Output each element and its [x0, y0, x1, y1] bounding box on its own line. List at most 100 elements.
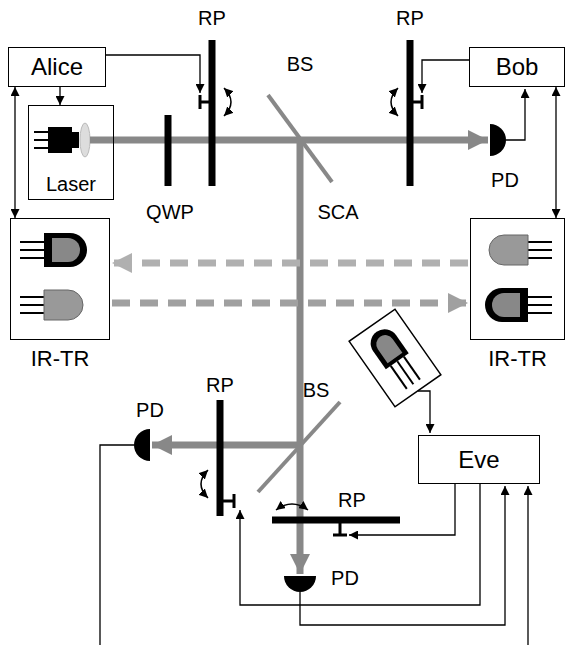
- party-box: Alice: [8, 47, 106, 87]
- rotating-polarizer: [199, 95, 202, 109]
- laser-beam: [90, 137, 488, 144]
- rotating-polarizer: [339, 520, 342, 535]
- ir-transceiver-box: IR-TR: [10, 218, 110, 340]
- eve-ir-receiver: [404, 357, 420, 380]
- eve-ir-receiver: [349, 309, 441, 407]
- photodiode: [284, 576, 316, 592]
- rotating-polarizer: [233, 494, 236, 508]
- eve-ir-receiver: [365, 324, 409, 370]
- rotating-polarizer: [209, 40, 216, 186]
- eve-ir-receiver: [391, 366, 407, 389]
- beam-splitter: [258, 95, 340, 492]
- ir-led: [52, 238, 80, 262]
- signal-wire: [300, 486, 505, 625]
- photodiode: [134, 429, 150, 461]
- node-label: Eve: [458, 446, 499, 472]
- rotating-polarizer: [276, 504, 308, 510]
- part-label: RP: [198, 7, 226, 29]
- ir-led: [528, 249, 552, 251]
- rotating-polarizer: [201, 470, 208, 498]
- rotating-polarizer: [407, 40, 414, 186]
- rotating-polarizer: [410, 101, 422, 104]
- rotating-polarizer: [200, 101, 212, 104]
- signal-wire: [100, 445, 134, 645]
- laser-diode: [34, 131, 48, 133]
- signal-wire: [106, 55, 200, 93]
- connector: [112, 300, 468, 307]
- rotating-polarizer: [200, 40, 422, 535]
- signal-wire: [100, 55, 528, 645]
- party-box: Bob: [469, 47, 565, 87]
- rotating-polarizer: [272, 517, 400, 524]
- connector: [112, 260, 468, 267]
- rotating-polarizer: [220, 500, 234, 503]
- laser-diode: [72, 132, 79, 148]
- ir-led: [528, 257, 552, 259]
- laser-box: Laser: [28, 105, 114, 200]
- signal-wire: [422, 60, 469, 93]
- signal-wire: [240, 484, 480, 605]
- part-label: BS: [303, 379, 330, 401]
- ir-led: [489, 235, 528, 265]
- quarter-wave-plate: [168, 115, 169, 186]
- ir-led: [492, 293, 520, 317]
- laser-diode: [48, 127, 72, 153]
- eve-ir-receiver: [397, 361, 413, 384]
- part-label: BS: [287, 53, 314, 75]
- signal-wire: [506, 89, 525, 140]
- node-label: IR-TR: [488, 347, 547, 371]
- photodiode: [134, 124, 506, 592]
- signal-wire: [418, 391, 430, 433]
- ir-led: [20, 296, 44, 298]
- part-label: RP: [396, 7, 424, 29]
- connector: [59, 87, 60, 105]
- ir-led: [20, 257, 44, 259]
- ir-led: [44, 290, 83, 320]
- ir-led: [528, 304, 552, 306]
- laser-beam: [90, 140, 488, 574]
- ir-led: [44, 233, 87, 267]
- quarter-wave-plate: [165, 115, 172, 186]
- node-label: Laser: [46, 173, 96, 195]
- rotating-polarizer: [224, 88, 231, 116]
- rotating-polarizer: [217, 400, 224, 516]
- eve-ir-receiver: [349, 309, 441, 407]
- ir-transceiver-box: IR-TR: [470, 218, 565, 340]
- eve-ir-receiver: [373, 332, 403, 364]
- part-label: PD: [136, 399, 164, 421]
- laser-diode: [80, 123, 90, 157]
- part-label: PD: [331, 567, 359, 589]
- part-label: PD: [491, 169, 519, 191]
- ir-led: [528, 312, 552, 314]
- ir-led: [20, 249, 44, 251]
- ir-led: [528, 241, 552, 243]
- part-label: QWP: [146, 201, 194, 223]
- beam-splitter: [258, 402, 340, 492]
- party-box: Eve: [418, 435, 540, 484]
- rotating-polarizer: [333, 534, 347, 537]
- beam-splitter: [268, 95, 332, 182]
- ir-led: [528, 296, 552, 298]
- ir-led: [20, 241, 44, 243]
- node-label: IR-TR: [31, 347, 90, 371]
- part-label: RP: [338, 489, 366, 511]
- ir-led: [485, 288, 528, 322]
- rotating-polarizer: [421, 95, 424, 109]
- laser-diode: [34, 139, 48, 141]
- laser-beam: [297, 140, 304, 574]
- photodiode: [490, 124, 506, 156]
- node-label: Alice: [31, 54, 83, 80]
- connector: [555, 87, 556, 218]
- ir-led: [20, 304, 44, 306]
- laser-diode: [34, 123, 90, 157]
- node-label: Bob: [496, 54, 539, 80]
- part-label: SCA: [317, 201, 358, 223]
- signal-wire: [527, 486, 528, 645]
- rotating-polarizer: [391, 88, 398, 116]
- part-label: RP: [206, 374, 234, 396]
- ir-led: [20, 312, 44, 314]
- laser-diode: [34, 147, 48, 149]
